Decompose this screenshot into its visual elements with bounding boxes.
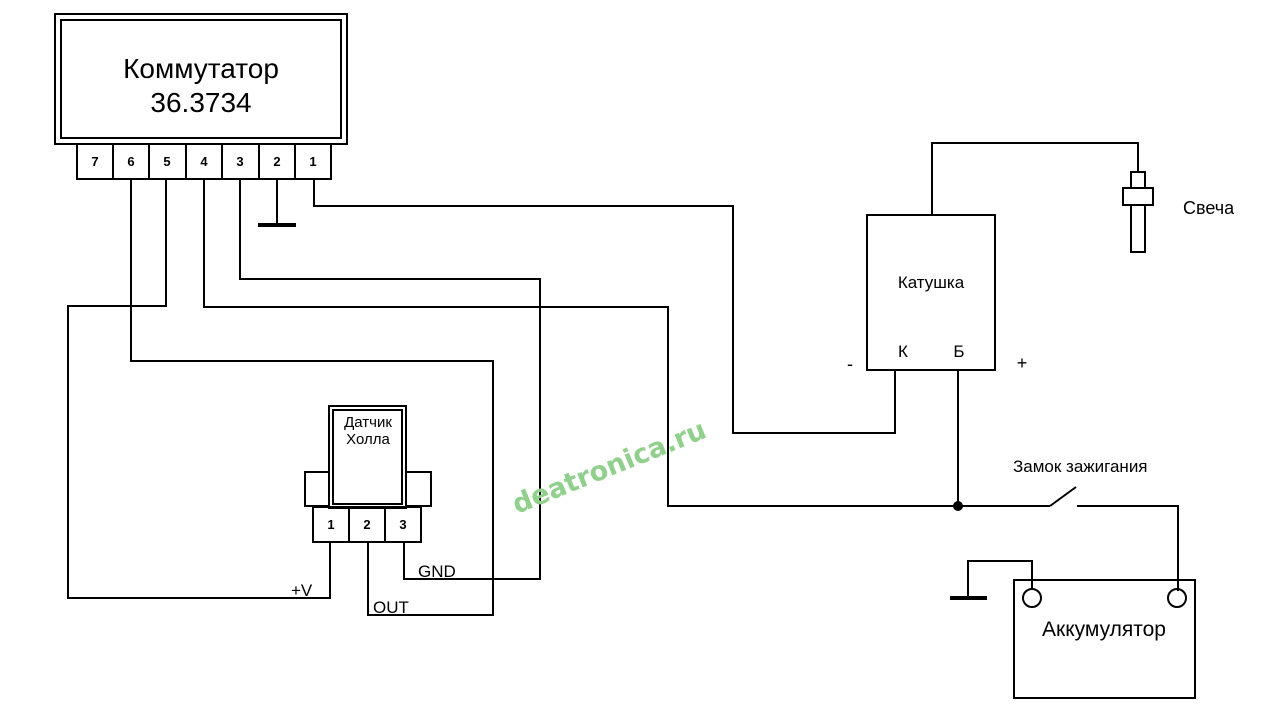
label-plus-v: +V xyxy=(291,581,313,600)
hall-pin-2: 2 xyxy=(363,517,370,532)
watermark: deatronica.ru xyxy=(508,415,711,521)
label-gnd: GND xyxy=(418,562,456,581)
commutator-pin-3: 3 xyxy=(236,154,243,169)
commutator-title: Коммутатор xyxy=(123,53,279,84)
pin6-out-wire xyxy=(130,179,494,616)
battery-label: Аккумулятор xyxy=(1042,618,1166,641)
pin3-gnd-wire xyxy=(239,179,541,580)
hall-left-tab xyxy=(304,471,330,507)
hall-pin-3: 3 xyxy=(399,517,406,532)
spark-plug-symbol xyxy=(1122,171,1154,253)
commutator-pin-5: 5 xyxy=(163,154,170,169)
commutator-pin-4: 4 xyxy=(200,154,208,169)
commutator-inner-box xyxy=(60,19,342,139)
coil-terminal-k: К xyxy=(898,342,908,361)
hall-right-tab xyxy=(405,471,432,507)
ignition-switch-blade xyxy=(1049,486,1077,507)
coil-title: Катушка xyxy=(898,273,965,292)
coil-box xyxy=(866,214,996,371)
switch-to-battery-wire xyxy=(1077,505,1179,591)
coil-to-plug-wire xyxy=(931,142,1139,215)
junction-dot xyxy=(953,501,963,511)
hall-sensor-title-line2: Холла xyxy=(346,431,390,448)
hall-pin-strip xyxy=(312,506,422,543)
battery-box xyxy=(1013,579,1196,699)
spark-plug-label: Свеча xyxy=(1183,198,1235,218)
ignition-switch-label: Замок зажигания xyxy=(1013,457,1148,476)
hall-sensor-title-line1: Датчик xyxy=(344,414,392,431)
commutator-pin-1: 1 xyxy=(309,154,316,169)
commutator-pin-7: 7 xyxy=(91,154,98,169)
hall-pin-1: 1 xyxy=(327,517,334,532)
coil-terminal-b: Б xyxy=(953,342,964,361)
label-out: OUT xyxy=(373,598,409,617)
commutator-model: 36.3734 xyxy=(150,87,251,118)
pin4-ignition-wire xyxy=(203,179,958,507)
pin5-plus-v-wire xyxy=(67,179,331,599)
commutator-pin-2: 2 xyxy=(273,154,280,169)
pin1-coil-k-wire xyxy=(313,179,896,434)
coil-minus-sign: - xyxy=(847,354,853,374)
battery-minus-terminal xyxy=(1022,588,1042,608)
coil-plus-sign: + xyxy=(1017,353,1028,373)
battery-plus-terminal xyxy=(1167,588,1187,608)
commutator-pin-6: 6 xyxy=(127,154,134,169)
battery-ground-wire xyxy=(967,560,1033,597)
hall-sensor-inner xyxy=(332,409,403,505)
